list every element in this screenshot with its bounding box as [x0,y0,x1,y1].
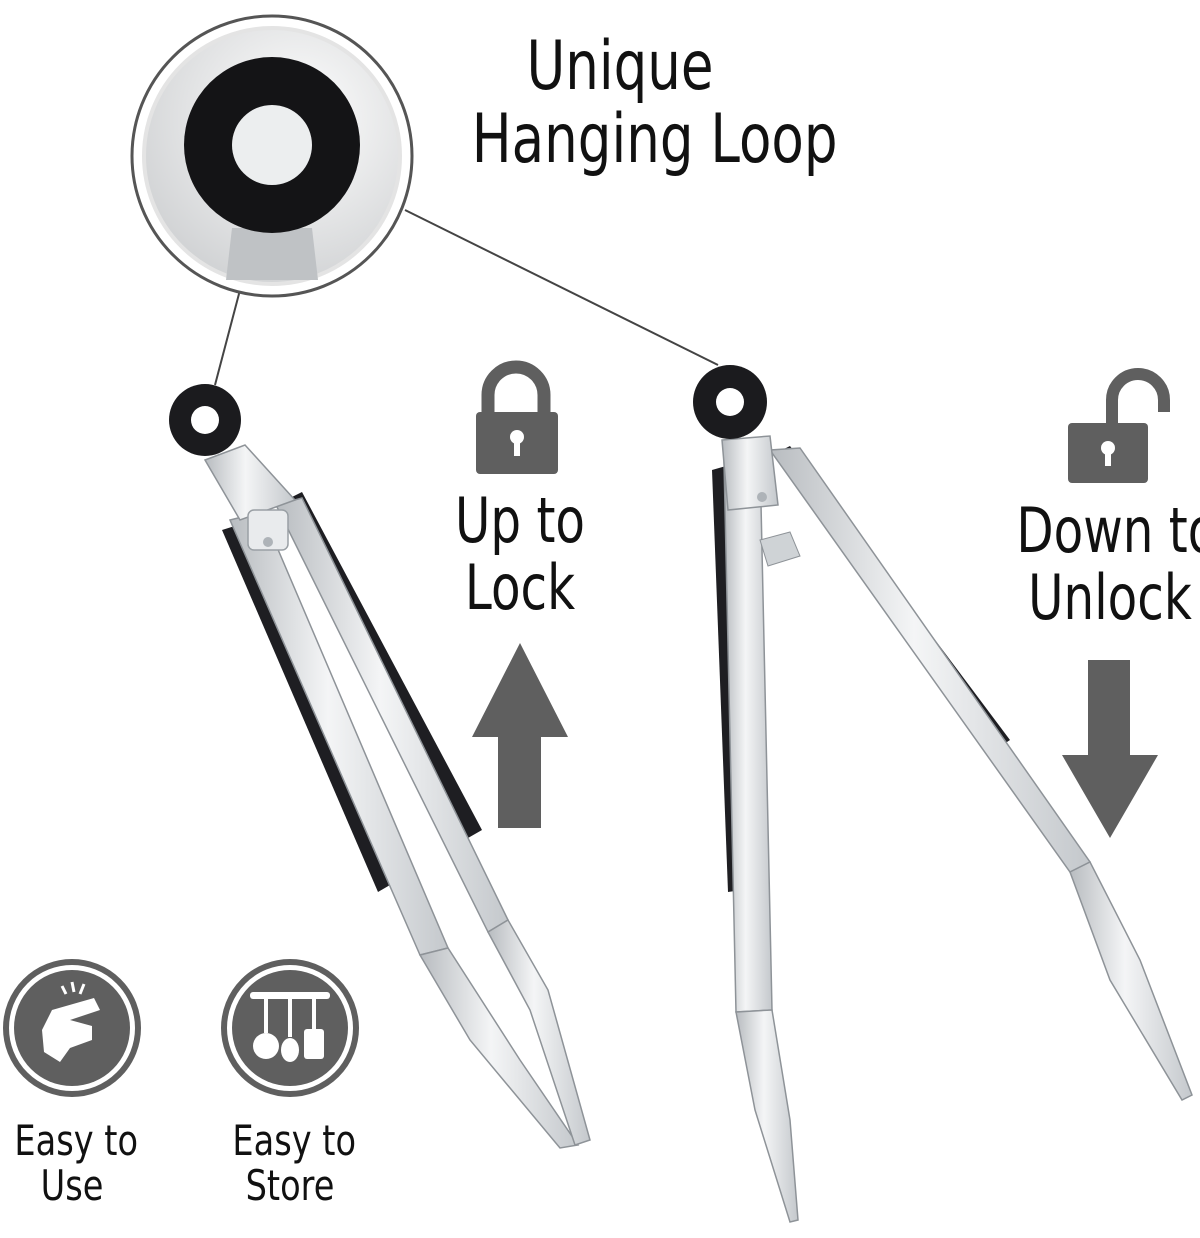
lock-label-line-2: Lock [464,550,576,624]
hand-tap-icon [3,959,141,1097]
lock-label: Up to Lock [434,484,606,624]
feature-store-line-1: Easy to [232,1116,357,1165]
feature-store-line-2: Store [245,1161,335,1211]
arrow-up-icon [472,643,568,828]
utensil-rack-icon [221,959,359,1097]
hanging-loop-callout: Unique Hanging Loop [471,27,838,180]
callout-line-2: Hanging Loop [471,100,838,180]
feature-easy-to-store: Easy to Store [232,1116,357,1211]
unlock-label-line-2: Unlock [1028,560,1192,634]
arrow-down-icon [1062,660,1158,838]
callout-line-right [404,209,719,366]
feature-use-line-2: Use [40,1161,104,1211]
unlock-label: Down to Unlock [1016,494,1200,634]
tongs-unlocked [693,365,1193,1223]
callout-line-left [214,289,241,386]
callout-line-1: Unique [526,27,714,106]
hanging-loop-zoom [130,14,414,298]
lock-label-line-1: Up to [454,484,586,557]
unlock-label-line-1: Down to [1016,494,1200,567]
tongs-locked [169,384,591,1149]
feature-easy-to-use: Easy to Use [14,1116,139,1211]
lock-open-icon [1068,368,1170,483]
lock-closed-icon [476,360,558,474]
feature-use-line-1: Easy to [14,1116,139,1165]
